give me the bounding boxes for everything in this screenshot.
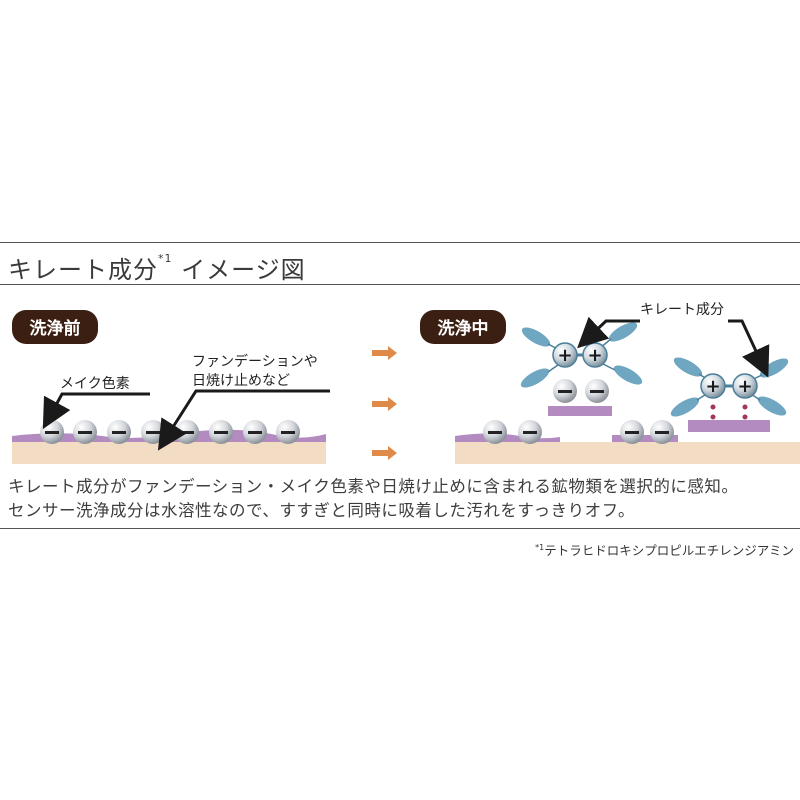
mineral-particle [40,420,64,444]
makeup-patch [455,433,560,442]
chelate-dots [710,404,748,420]
label-foundation-line2: 日焼け止めなど [192,373,290,389]
label-chelate: キレート成分 [640,302,724,318]
mineral-particle [276,420,300,444]
title-suffix: イメージ図 [181,256,306,284]
diagram-title: キレート成分*1 イメージ図 [8,250,306,285]
mineral-particle [585,379,609,403]
panel-during: 洗浄中 [420,302,800,464]
plus-sign: + [557,345,572,366]
pointer-arrow-makeup [42,392,150,430]
title-underline [0,284,800,285]
orange-arrow-icon [372,346,397,360]
mineral-particles-before [40,420,300,444]
label-foundation-line1: ファンデーションや [192,353,318,370]
panel-before: 洗浄前 メイク色素 ファンデーションや 日焼け止めなど [12,310,330,464]
transition-arrows [372,346,397,460]
badge-before-bg [12,310,98,344]
plus-sign: + [705,376,720,397]
title-text: キレート成分 [8,256,158,284]
skin-layer-during [455,442,800,464]
chelate-molecule: + + [670,357,789,420]
makeup-patch-lifted [548,406,612,416]
title-footnote-mark: *1 [158,252,173,265]
leaf-icon [520,322,643,388]
mineral-particle [141,420,165,444]
plus-sign: + [737,376,752,397]
positive-ion: + [732,373,758,399]
badge-during: 洗浄中 [438,318,489,339]
footnote-mark: *1 [535,542,545,552]
pointer-arrow-chelate-1 [577,316,640,349]
label-makeup-pigment: メイク色素 [60,375,130,392]
top-rule [0,242,800,243]
chelate-molecule: + + [520,322,643,403]
chelate-diagram: 洗浄前 メイク色素 ファンデーションや 日焼け止めなど 洗浄中 [12,302,800,464]
mineral-particle [73,420,97,444]
mineral-particle [209,420,233,444]
pointer-arrow-chelate-2 [728,319,770,378]
mineral-particles-remaining [483,420,674,444]
mineral-particle [107,420,131,444]
mineral-particle [620,420,644,444]
mineral-particle [243,420,267,444]
mineral-particle [518,420,542,444]
positive-ion: + [552,342,578,368]
mineral-particle [650,420,674,444]
orange-arrow-icon [372,446,397,460]
badge-before: 洗浄前 [30,318,81,339]
mineral-particle [553,379,577,403]
orange-arrow-icon [372,397,397,411]
makeup-patch [612,435,678,442]
footnote: *1テトラヒドロキシプロピルエチレンジアミン [535,540,794,559]
mineral-particle [175,420,199,444]
bottom-rule [0,528,800,529]
positive-ion: + [700,373,726,399]
description-line-2: センサー洗浄成分は水溶性なので、すすぎと同時に吸着した汚れをすっきりオフ。 [8,501,636,520]
description-line-1: キレート成分がファンデーション・メイク色素や日焼け止めに含まれる鉱物類を選択的に… [8,477,739,496]
plus-sign: + [587,345,602,366]
badge-during-bg [420,310,506,344]
positive-ion: + [582,342,608,368]
mineral-particle [483,420,507,444]
makeup-patch-lifted [688,420,770,432]
footnote-text: テトラヒドロキシプロピルエチレンジアミン [544,543,794,558]
leaf-icon [670,357,789,417]
skin-layer-before [12,442,326,464]
pointer-arrow-foundation [157,389,330,451]
